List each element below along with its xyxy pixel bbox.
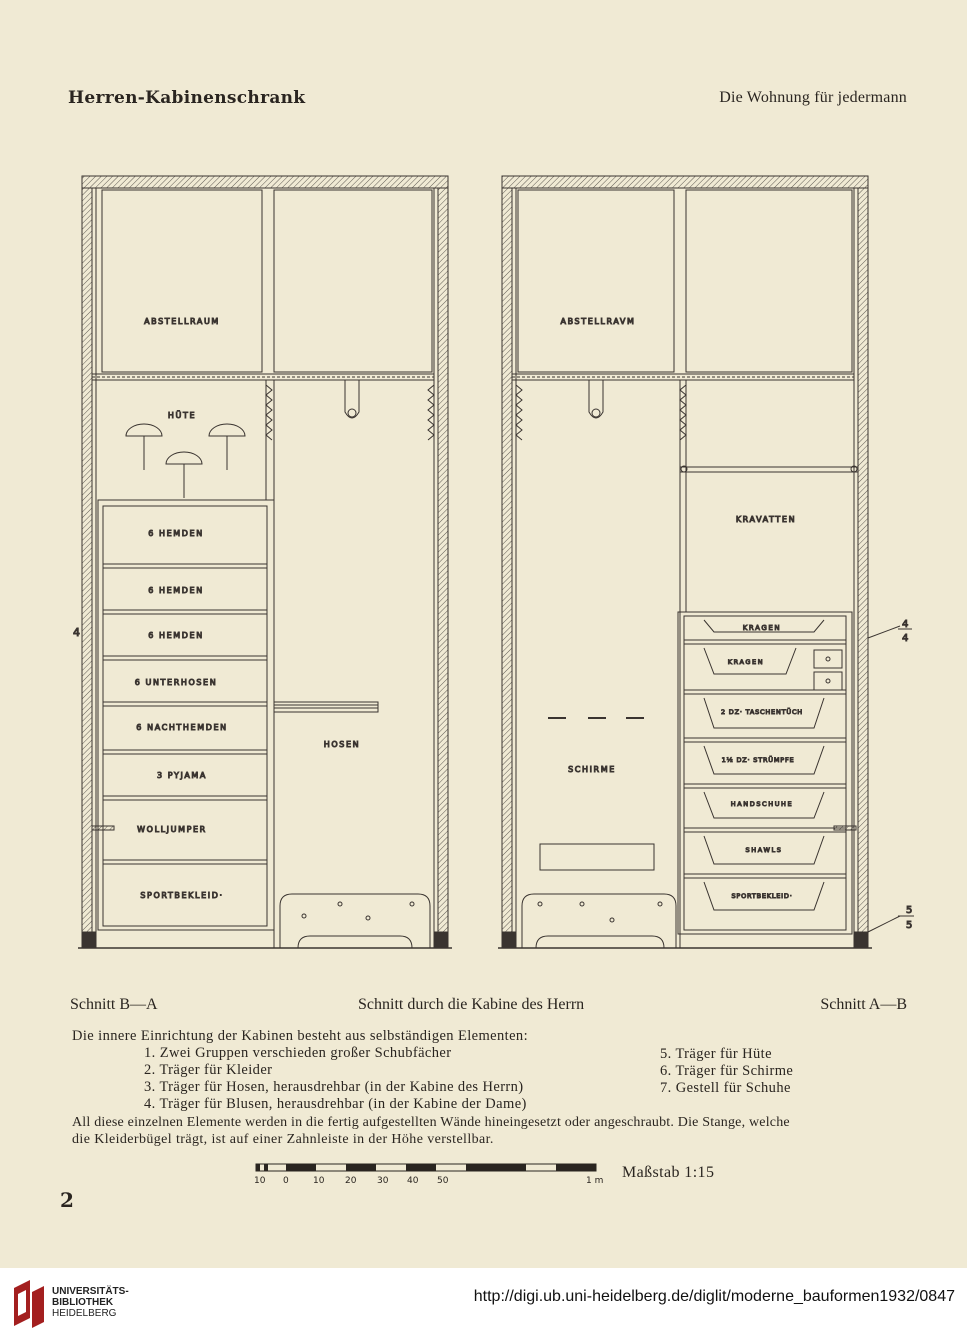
institution-line-3: HEIDELBERG — [52, 1308, 117, 1319]
description-item-3: 3. Träger für Hosen, herausdrehbar (in d… — [144, 1079, 524, 1095]
drawer-label-4: 6 UNTERHOSEN — [135, 678, 218, 687]
description-item-5: 5. Träger für Hüte — [660, 1046, 772, 1062]
description-closing-2: die Kleiderbügel trägt, ist auf einer Za… — [72, 1132, 494, 1147]
description-item-4: 4. Träger für Blusen, herausdrehbar (in … — [144, 1096, 527, 1112]
right-drawer-label-3: 2 DZ· TASCHENTÜCH — [721, 707, 803, 716]
university-library-logo-icon — [14, 1280, 44, 1328]
right-drawer-label-1: KRAGEN — [743, 624, 782, 632]
label-kravatten: KRAVATTEN — [736, 515, 796, 524]
scale-tick-8: 1 m — [586, 1176, 604, 1186]
label-abstellraum: ABSTELLRAUM — [144, 317, 220, 326]
drawer-label-7: WOLLJUMPER — [137, 825, 207, 834]
right-drawer-label-2: KRAGEN — [728, 658, 764, 666]
description-intro: Die innere Einrichtung der Kabinen beste… — [72, 1028, 529, 1044]
scale-tick-3: 10 — [313, 1176, 325, 1186]
page-number: 2 — [60, 1188, 74, 1212]
description-item-2: 2. Träger für Kleider — [144, 1062, 273, 1078]
page-header-book-title: Die Wohnung für jedermann — [719, 89, 907, 106]
label-schirme: SCHIRME — [568, 765, 616, 774]
page-header-title: Herren-Kabinenschrank — [68, 88, 306, 108]
drawer-label-3: 6 HEMDEN — [148, 631, 204, 640]
right-drawer-label-7: SPORTBEKLEID· — [731, 892, 792, 900]
caption-left: Schnitt B—A — [70, 996, 158, 1013]
mark-4-bottom: 4 — [902, 633, 910, 644]
drawer-label-1: 6 HEMDEN — [148, 529, 204, 538]
caption-right: Schnitt A—B — [820, 996, 907, 1013]
scale-tick-4: 20 — [345, 1176, 357, 1186]
source-url-link[interactable]: http://digi.ub.uni-heidelberg.de/diglit/… — [473, 1288, 955, 1305]
side-mark-left: 4 — [73, 626, 82, 639]
description-closing-1: All diese einzelnen Elemente werden in d… — [72, 1115, 790, 1130]
drawer-label-6: 3 PYJAMA — [157, 771, 207, 780]
institution-line-1: UNIVERSITÄTS- — [52, 1286, 129, 1297]
description-item-1: 1. Zwei Gruppen verschieden großer Schub… — [144, 1045, 452, 1061]
scale-tick-7: 50 — [437, 1176, 449, 1186]
drawer-label-8: SPORTBEKLEID· — [140, 891, 223, 900]
right-drawer-label-5: HANDSCHUHE — [731, 800, 794, 808]
book-page: Herren-Kabinenschrank Die Wohnung für je… — [60, 88, 914, 1212]
scale-tick-5: 30 — [377, 1176, 389, 1186]
caption-center: Schnitt durch die Kabine des Herrn — [358, 996, 585, 1013]
label-hosen: HOSEN — [324, 740, 360, 749]
right-drawer-label-6: SHAWLS — [746, 846, 783, 854]
library-footer: UNIVERSITÄTS- BIBLIOTHEK HEIDELBERG http… — [0, 1268, 967, 1338]
mark-5-top: 5 — [906, 905, 914, 916]
drawer-label-5: 6 NACHTHEMDEN — [136, 723, 227, 732]
label-abstellravm: ABSTELLRAVM — [561, 317, 636, 326]
description-item-6: 6. Träger für Schirme — [660, 1063, 794, 1079]
scale-tick-6: 40 — [407, 1176, 419, 1186]
mark-4-top: 4 — [902, 619, 910, 630]
right-section — [498, 175, 914, 949]
institution-name: UNIVERSITÄTS- BIBLIOTHEK HEIDELBERG — [52, 1286, 129, 1319]
drawer-label-2: 6 HEMDEN — [148, 586, 204, 595]
cabinet-section-drawing: ABSTELLRAUM HÜTE 6 HEMDEN 6 HEMDEN 6 HEM… — [73, 175, 914, 949]
institution-line-2: BIBLIOTHEK — [52, 1297, 114, 1308]
scale-label: Maßstab 1:15 — [622, 1164, 715, 1181]
label-huete: HÜTE — [168, 410, 196, 420]
scale-tick-1: 10 — [254, 1176, 266, 1186]
scale-tick-2: 0 — [283, 1176, 289, 1186]
description-item-7: 7. Gestell für Schuhe — [660, 1080, 791, 1096]
left-section — [78, 175, 452, 949]
mark-5-bottom: 5 — [906, 920, 914, 931]
scale-bar — [255, 1163, 597, 1172]
right-drawer-label-4: 1½ DZ· STRÜMPFE — [722, 755, 795, 764]
